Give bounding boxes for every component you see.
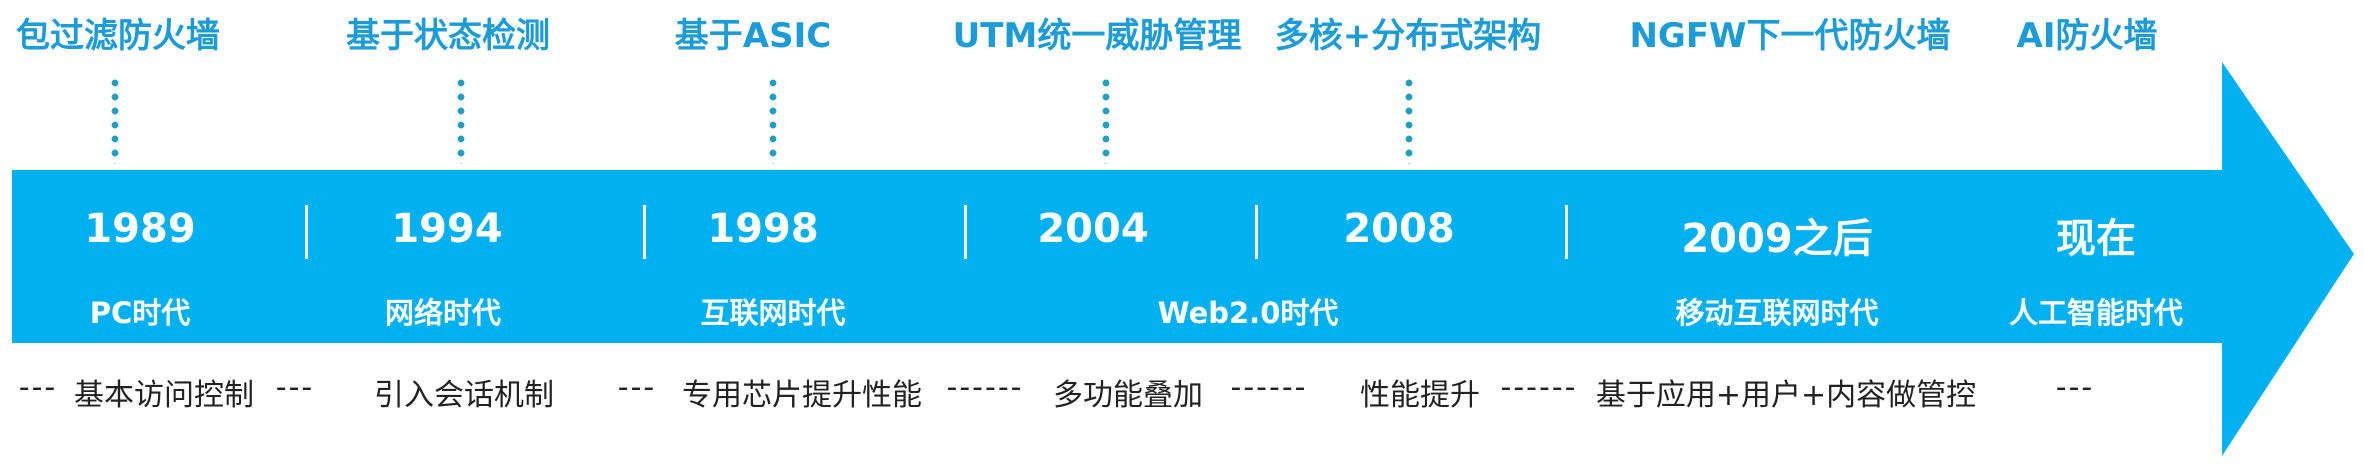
era-pc: PC时代 (89, 296, 191, 330)
era-separator (964, 205, 967, 259)
feature-multi-function: 多功能叠加 (1053, 378, 1203, 413)
feature-asic-performance: 专用芯片提升性能 (682, 378, 922, 413)
dash-separator: ------ (1500, 370, 1578, 405)
feature-session-mechanism: 引入会话机制 (374, 378, 554, 413)
tech-label-stateful: 基于状态检测 (346, 16, 550, 56)
dotted-connector-stateful (457, 76, 465, 164)
tech-label-asic: 基于ASIC (674, 16, 832, 56)
feature-performance-boost: 性能提升 (1360, 378, 1480, 413)
year-1989: 1989 (84, 206, 196, 252)
dash-separator: --- (18, 370, 58, 405)
timeline-arrow-shape (12, 62, 2354, 456)
tech-label-ngfw: NGFW下一代防火墙 (1629, 16, 1951, 56)
era-network: 网络时代 (384, 296, 502, 330)
era-web20: Web2.0时代 (1157, 296, 1339, 330)
dotted-connector-pf (111, 76, 119, 164)
dash-separator: ------ (946, 370, 1024, 405)
dash-separator: --- (2055, 370, 2095, 405)
era-separator (643, 205, 646, 259)
year-1994: 1994 (391, 206, 503, 252)
era-separator (305, 205, 308, 259)
era-separator (1565, 205, 1568, 259)
dash-separator: ------ (1230, 370, 1308, 405)
tech-label-pf: 包过滤防火墙 (16, 16, 220, 56)
era-internet: 互联网时代 (700, 296, 846, 330)
era-mobile-internet: 移动互联网时代 (1675, 296, 1879, 330)
tech-label-multicore: 多核+分布式架构 (1274, 16, 1542, 56)
year-2004: 2004 (1037, 206, 1149, 252)
feature-app-user-content-control: 基于应用+用户+内容做管控 (1595, 378, 1977, 413)
tech-label-utm: UTM统一威胁管理 (952, 16, 1242, 56)
year-now: 现在 (2056, 216, 2136, 262)
year-2008: 2008 (1343, 206, 1455, 252)
feature-basic-access-control: 基本访问控制 (74, 378, 254, 413)
dotted-connector-utm (1102, 76, 1110, 164)
dotted-connector-multicore (1405, 76, 1413, 164)
year-2009-after: 2009之后 (1681, 216, 1873, 262)
dotted-connector-asic (769, 76, 777, 164)
era-ai: 人工智能时代 (2008, 296, 2184, 330)
dash-separator: --- (275, 370, 315, 405)
year-1998: 1998 (707, 206, 819, 252)
era-separator (1255, 205, 1258, 259)
dash-separator: --- (617, 370, 657, 405)
tech-label-ai: AI防火墙 (2016, 16, 2158, 56)
